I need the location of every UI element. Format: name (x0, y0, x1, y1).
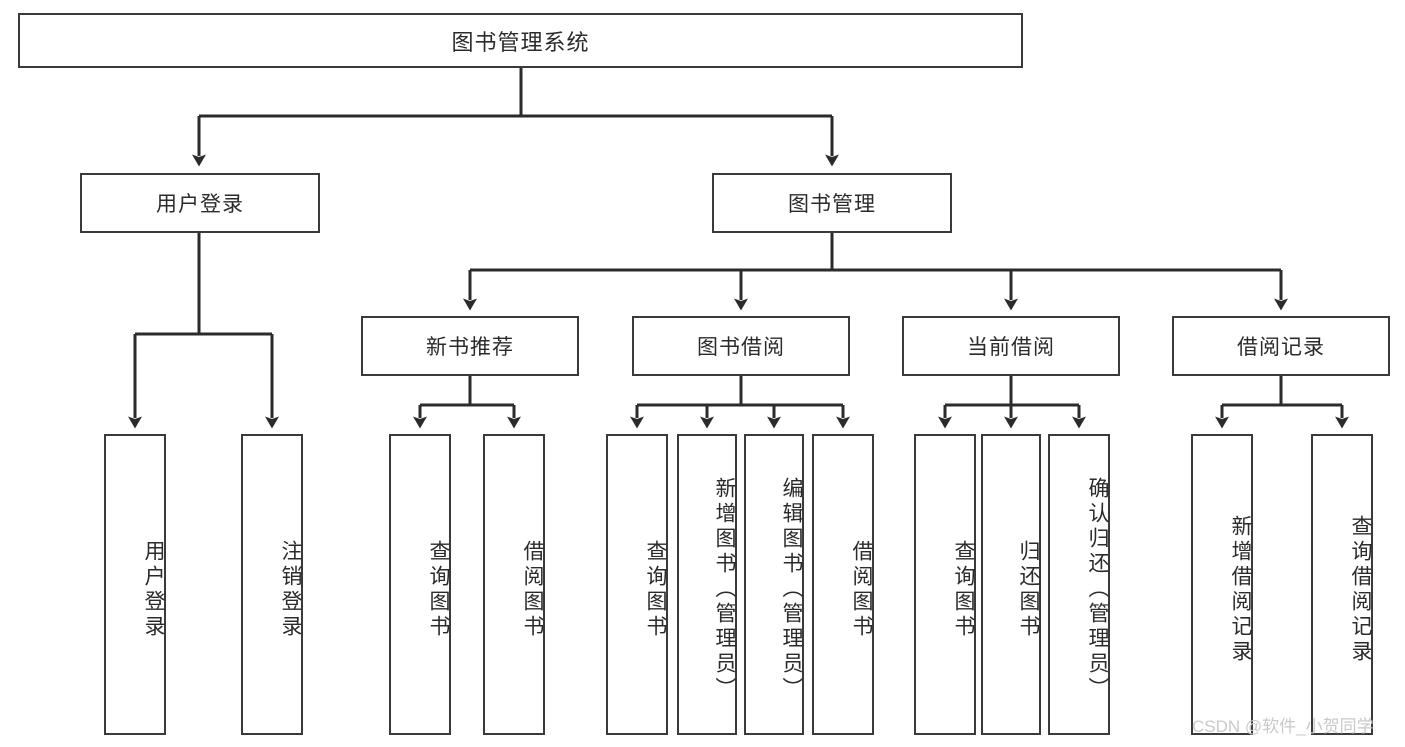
leaf-borrow-book-recommend[interactable]: 借阅图书 (483, 434, 545, 735)
leaf-confirm-return-admin[interactable]: 确认归还（管理员） (1048, 434, 1110, 735)
node-new-book-recommend[interactable]: 新书推荐 (361, 316, 579, 376)
leaf-return-book[interactable]: 归还图书 (981, 434, 1041, 735)
leaf-query-book-recommend[interactable]: 查询图书 (389, 434, 451, 735)
watermark-text: CSDN @软件_小贺同学 (1192, 717, 1374, 736)
node-current-borrow[interactable]: 当前借阅 (902, 316, 1120, 376)
leaf-query-book-current[interactable]: 查询图书 (914, 434, 976, 735)
leaf-logout[interactable]: 注销登录 (241, 434, 303, 735)
leaf-query-borrow-record[interactable]: 查询借阅记录 (1311, 434, 1373, 735)
node-book-management[interactable]: 图书管理 (712, 173, 952, 233)
leaf-query-book-borrow[interactable]: 查询图书 (606, 434, 668, 735)
leaf-add-book-admin[interactable]: 新增图书（管理员） (677, 434, 737, 735)
leaf-borrow-book[interactable]: 借阅图书 (812, 434, 874, 735)
leaf-add-borrow-record[interactable]: 新增借阅记录 (1191, 434, 1253, 735)
node-root[interactable]: 图书管理系统 (18, 13, 1023, 68)
leaf-user-login[interactable]: 用户登录 (104, 434, 166, 735)
leaf-edit-book-admin[interactable]: 编辑图书（管理员） (744, 434, 804, 735)
node-borrow-record[interactable]: 借阅记录 (1172, 316, 1390, 376)
node-book-borrow[interactable]: 图书借阅 (632, 316, 850, 376)
node-user-login[interactable]: 用户登录 (80, 173, 320, 233)
